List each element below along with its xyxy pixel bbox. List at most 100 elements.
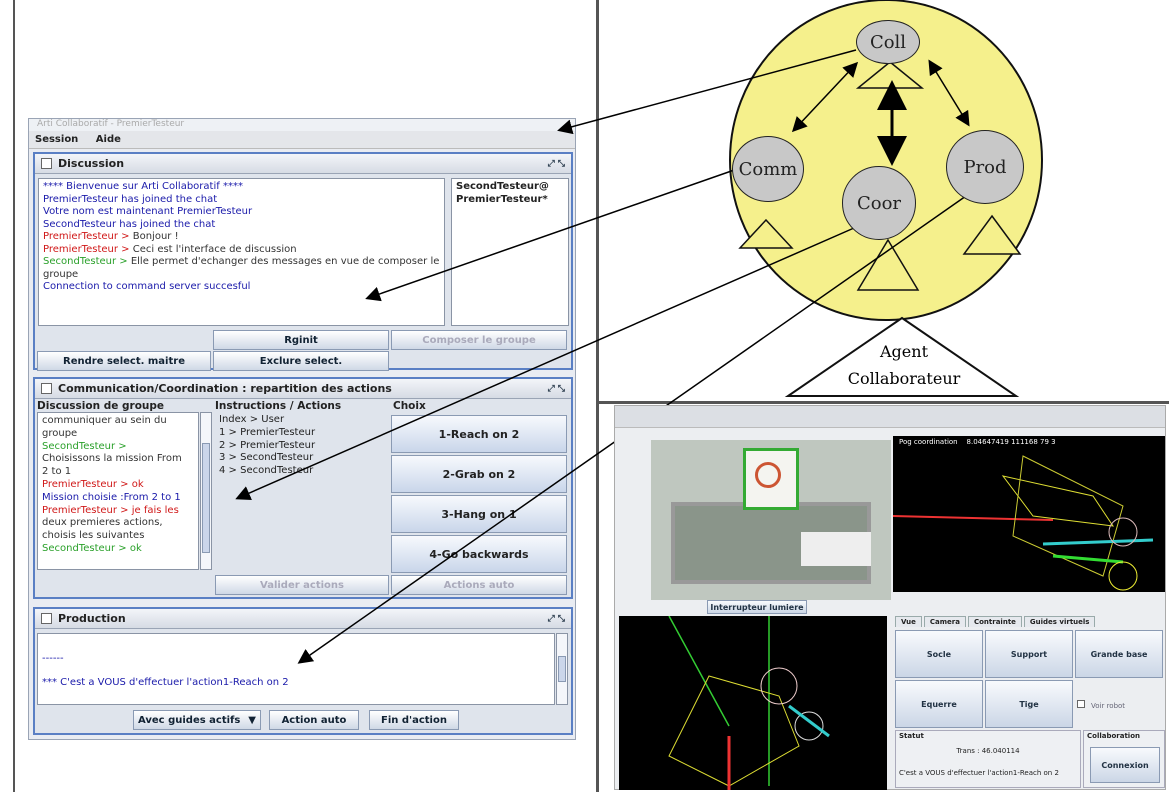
list-item[interactable]: 2 > PremierTesteur — [219, 439, 316, 451]
scroll-thumb[interactable] — [202, 443, 210, 553]
tab-camera[interactable]: Camera — [923, 616, 966, 627]
equerre-button[interactable]: Equerre — [895, 680, 983, 728]
tab-contrainte[interactable]: Contrainte — [967, 616, 1022, 627]
list-item[interactable]: 1 > PremierTesteur — [219, 426, 316, 438]
right-horizontal-divider — [599, 401, 1169, 404]
production-scrollbar[interactable] — [556, 633, 568, 705]
interrupteur-button[interactable]: Interrupteur lumiere — [707, 600, 807, 614]
checkbox-icon[interactable] — [1077, 700, 1085, 708]
list-item: groupe — [42, 427, 78, 439]
menu-bar: Session Aide — [29, 131, 575, 149]
agent-label-line2: Collaborateur — [848, 369, 961, 388]
choice-hang-button[interactable]: 3-Hang on 1 — [391, 495, 567, 533]
panel-title: Discussion — [58, 157, 125, 170]
camera-photo — [651, 440, 891, 600]
robot-base — [801, 532, 871, 566]
production-panel: Production ⤢ ⤡ ------ *** C'est a VOUS d… — [33, 607, 573, 735]
user-list[interactable]: SecondTesteur@ PremierTesteur* — [451, 178, 569, 326]
viewport-top[interactable]: Pog coordination 8.04647419 111168 79 3 — [893, 436, 1165, 592]
maximize-icon[interactable]: ⤢ ⤡ — [547, 383, 565, 394]
comm-triangle — [738, 218, 794, 249]
voir-robot-label: Voir robot — [1091, 702, 1126, 710]
composer-groupe-button[interactable]: Composer le groupe — [391, 330, 567, 350]
panel-title: Production — [58, 612, 126, 625]
voir-robot-checkbox[interactable]: Voir robot — [1077, 700, 1125, 710]
chat-line: SecondTesteur > Elle permet d'echanger d… — [43, 256, 440, 280]
wireframe-bottom — [668, 616, 830, 790]
group-scrollbar[interactable] — [200, 412, 212, 570]
trans-value: Trans : 46.040114 — [956, 747, 1020, 755]
valider-actions-button[interactable]: Valider actions — [215, 575, 389, 595]
fin-action-button[interactable]: Fin d'action — [369, 710, 459, 730]
group-discussion-log[interactable]: communiquer au sein du groupe SecondTest… — [37, 412, 199, 570]
production-header: Production ⤢ ⤡ — [35, 609, 571, 629]
maximize-icon[interactable]: ⤢ ⤡ — [547, 613, 565, 624]
chat-line: PremierTesteur > Bonjour ! — [43, 231, 179, 242]
wireframe-top — [893, 455, 1154, 591]
col-choix: Choix — [393, 400, 426, 412]
support-button[interactable]: Support — [985, 630, 1073, 678]
choice-grab-button[interactable]: 2-Grab on 2 — [391, 455, 567, 493]
chat-line: PremierTesteur has joined the chat — [43, 193, 218, 205]
list-item: PremierTesteur > je fais les — [42, 504, 179, 516]
menu-session[interactable]: Session — [35, 134, 79, 145]
maximize-icon[interactable]: ⤢ ⤡ — [547, 158, 565, 169]
agent-triangle — [784, 316, 1020, 397]
list-item: Mission choisie :From 2 to 1 — [42, 491, 181, 503]
left-edge-line — [13, 0, 15, 792]
list-item: PremierTesteur > ok — [42, 478, 144, 490]
panel-title: Communication/Coordination : repartition… — [58, 382, 392, 395]
checkbox-icon[interactable] — [41, 158, 52, 169]
production-log[interactable]: ------ *** C'est a VOUS d'effectuer l'ac… — [37, 633, 555, 705]
robot-wheel — [755, 462, 781, 488]
instructions-list[interactable]: Index > User 1 > PremierTesteur 2 > Prem… — [215, 412, 387, 570]
action-auto-button[interactable]: Action auto — [269, 710, 359, 730]
reinit-button[interactable]: Rginit — [213, 330, 389, 350]
actions-auto-button[interactable]: Actions auto — [391, 575, 567, 595]
center-divider — [596, 0, 599, 792]
chat-line: **** Bienvenue sur Arti Collaboratif ***… — [43, 181, 243, 192]
chevron-down-icon[interactable]: ▼ — [248, 714, 256, 726]
exclure-button[interactable]: Exclure select. — [213, 351, 389, 371]
choice-backwards-button[interactable]: 4-Go backwards — [391, 535, 567, 573]
choice-reach-button[interactable]: 1-Reach on 2 — [391, 415, 567, 453]
coord-label: Pog coordination 8.04647419 111168 79 3 — [899, 438, 1056, 446]
list-item[interactable]: 3 > SecondTesteur — [219, 452, 314, 464]
col-instructions: Instructions / Actions — [215, 400, 342, 412]
list-item: deux premieres actions, — [42, 517, 163, 529]
user-item[interactable]: SecondTesteur@ — [456, 181, 549, 192]
statut-label: Statut — [899, 732, 924, 740]
statut-box: Statut Trans : 46.040114 C'est a VOUS d'… — [895, 730, 1081, 788]
guides-select[interactable]: Avec guides actifs ▼ — [133, 710, 261, 730]
list-item: 2 to 1 — [42, 466, 72, 478]
collab-window: Arti Collaboratif - PremierTesteur Sessi… — [28, 118, 576, 740]
col-discussion-groupe: Discussion de groupe — [37, 400, 165, 412]
chat-log[interactable]: **** Bienvenue sur Arti Collaboratif ***… — [38, 178, 445, 326]
node-coll: Coll — [856, 20, 920, 64]
node-comm: Comm — [732, 136, 804, 202]
user-item[interactable]: PremierTesteur* — [456, 193, 548, 205]
scroll-thumb[interactable] — [558, 656, 566, 682]
list-item: ------ — [42, 653, 64, 664]
menu-aide[interactable]: Aide — [95, 134, 121, 145]
chat-line: SecondTesteur has joined the chat — [43, 218, 216, 230]
rendre-maitre-button[interactable]: Rendre select. maitre — [37, 351, 211, 371]
checkbox-icon[interactable] — [41, 613, 52, 624]
grande-base-button[interactable]: Grande base — [1075, 630, 1163, 678]
coordination-header: Communication/Coordination : repartition… — [35, 379, 571, 399]
list-item: choisis les suivantes — [42, 530, 145, 542]
window-title: Arti Collaboratif - PremierTesteur — [29, 119, 575, 131]
tige-button[interactable]: Tige — [985, 680, 1073, 728]
tab-vue[interactable]: Vue — [895, 616, 922, 627]
list-item[interactable]: 4 > SecondTesteur — [219, 465, 314, 477]
connexion-button[interactable]: Connexion — [1090, 747, 1160, 783]
prod-triangle — [962, 214, 1022, 255]
checkbox-icon[interactable] — [41, 383, 52, 394]
viewport-bottom[interactable] — [619, 616, 887, 790]
tab-guides[interactable]: Guides virtuels — [1023, 616, 1096, 627]
list-item[interactable]: Index > User — [219, 414, 285, 425]
socle-button[interactable]: Socle — [895, 630, 983, 678]
list-item: Choisissons la mission From — [42, 453, 182, 465]
